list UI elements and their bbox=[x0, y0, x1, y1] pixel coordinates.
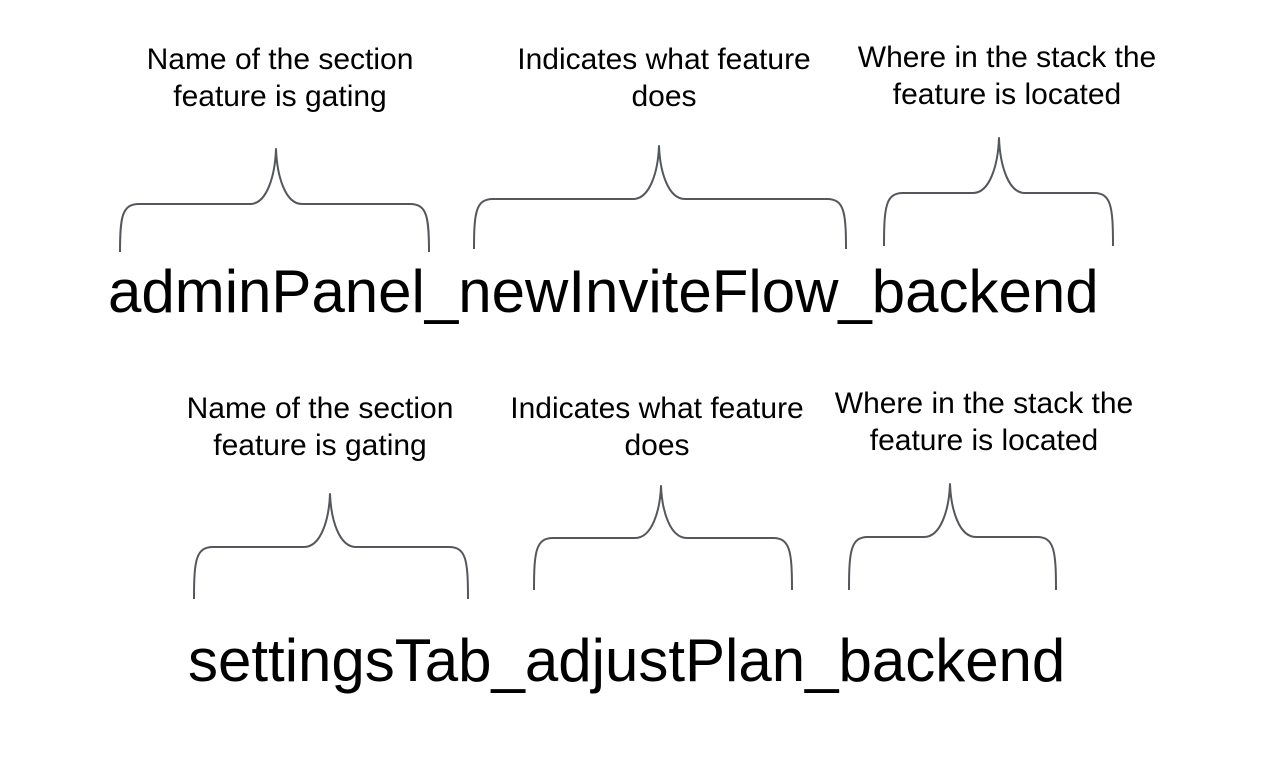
label-line-1: Where in the stack the bbox=[857, 41, 1157, 74]
curly-brace-stack-icon bbox=[848, 483, 1057, 591]
label-feature-action: Indicates what feature does bbox=[504, 41, 824, 115]
curly-brace-feature-icon bbox=[473, 145, 847, 250]
label-line-1: Name of the section bbox=[186, 392, 454, 425]
label-stack-location: Where in the stack the feature is locate… bbox=[847, 39, 1167, 113]
curly-brace-feature-icon bbox=[533, 485, 793, 591]
curly-brace-stack-icon bbox=[883, 137, 1114, 247]
label-line-2: feature is gating bbox=[213, 429, 427, 462]
label-line-1: Name of the section bbox=[146, 43, 414, 76]
label-line-1: Indicates what feature bbox=[517, 43, 811, 76]
curly-brace-section-icon bbox=[193, 493, 469, 600]
label-section-gated: Name of the section feature is gating bbox=[120, 41, 440, 115]
label-line-2: feature is gating bbox=[173, 80, 387, 113]
label-line-2: does bbox=[624, 429, 690, 462]
label-line-2: feature is located bbox=[869, 424, 1099, 457]
flag-name: settingsTab_adjustPlan_backend bbox=[188, 627, 1066, 694]
label-line-1: Where in the stack the bbox=[834, 387, 1134, 420]
flag-name: adminPanel_newInviteFlow_backend bbox=[108, 258, 1099, 325]
label-line-1: Indicates what feature bbox=[510, 392, 804, 425]
label-stack-location: Where in the stack the feature is locate… bbox=[824, 385, 1144, 459]
label-feature-action: Indicates what feature does bbox=[497, 390, 817, 464]
label-section-gated: Name of the section feature is gating bbox=[160, 390, 480, 464]
label-line-2: feature is located bbox=[892, 78, 1122, 111]
curly-brace-section-icon bbox=[119, 148, 430, 253]
label-line-2: does bbox=[631, 80, 697, 113]
